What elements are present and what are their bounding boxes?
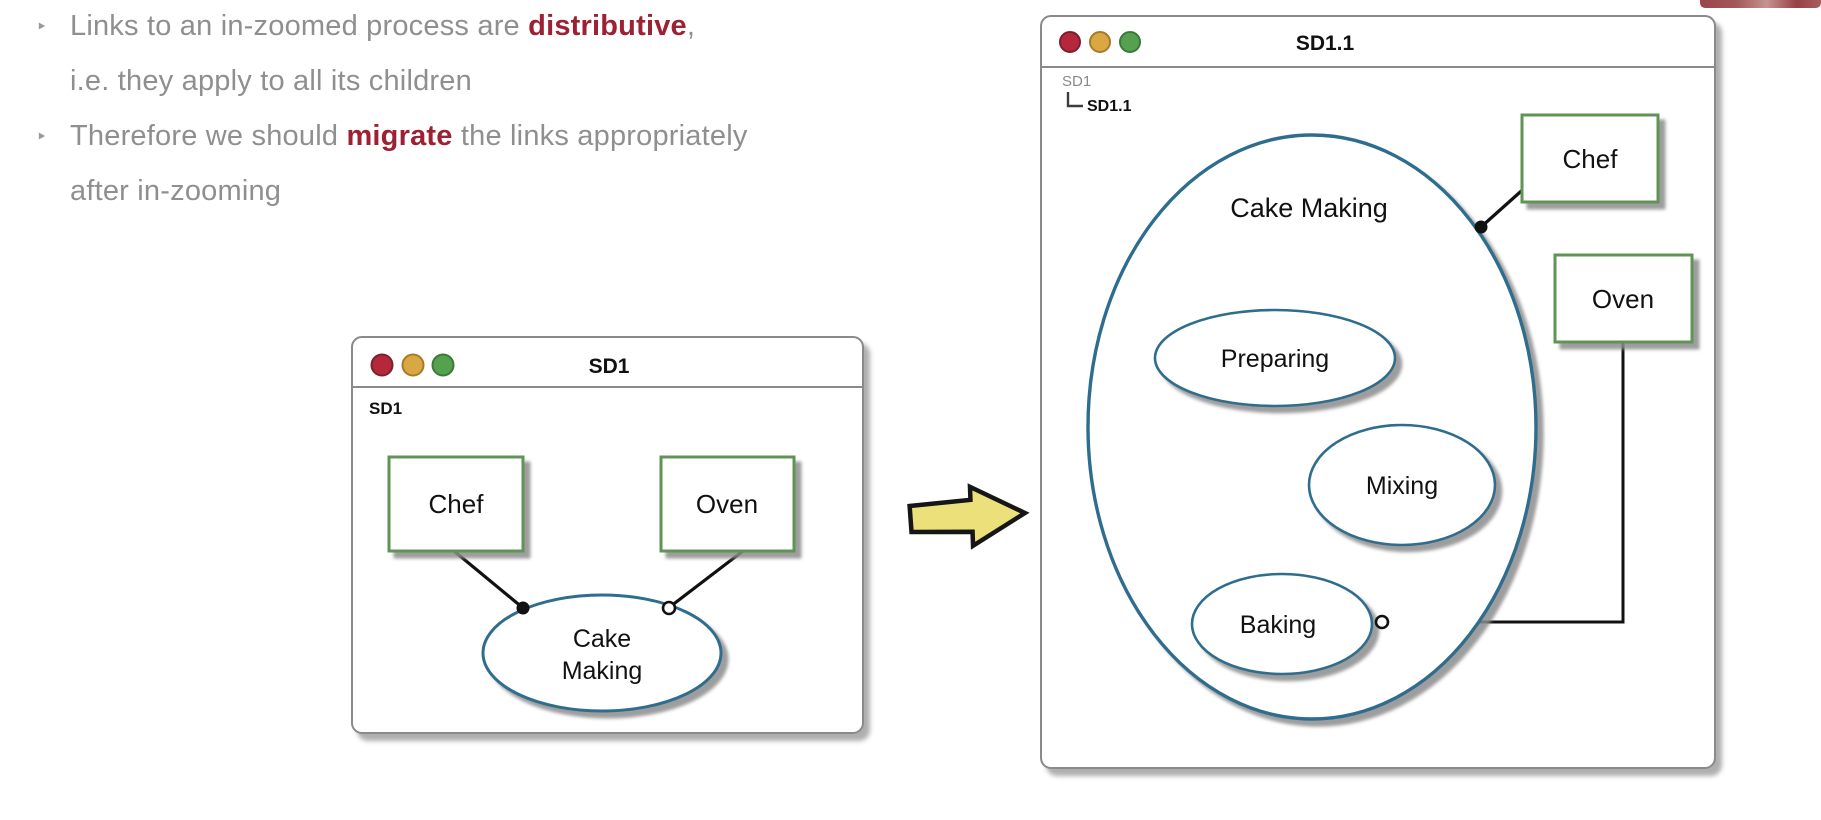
- breadcrumb-parent: SD1: [1062, 73, 1091, 90]
- in-zoom-arrow: [903, 482, 1035, 559]
- agent-link-chef: [452, 549, 525, 610]
- object-chef: [1520, 113, 1660, 204]
- agent-link-chef: [1479, 183, 1530, 229]
- object-oven: [659, 455, 796, 553]
- instrument-link-oven: [670, 549, 744, 608]
- object-chef: [387, 455, 525, 553]
- bullet-icon: ‣: [36, 17, 48, 38]
- object-chef-label: Chef: [1563, 144, 1619, 174]
- bullet-2-continuation: after in-zooming: [70, 175, 282, 207]
- subprocess-preparing: [1153, 308, 1397, 408]
- instrument-link-circle: [1374, 614, 1390, 630]
- window-sd1: SD1 SD1 Cake Making Chef Oven: [351, 336, 864, 734]
- minimize-icon: [401, 353, 425, 377]
- sd1-diagram: SD1 SD1 Cake Making Chef Oven: [353, 353, 862, 713]
- slide-text-block: ‣ Links to an in-zoomed process are dist…: [30, 10, 830, 230]
- bullet-line-4: after in-zooming: [30, 175, 830, 230]
- bullet-line-2: i.e. they apply to all its children: [30, 65, 830, 120]
- subprocess-baking-label: Baking: [1240, 611, 1316, 639]
- window-title: SD1: [589, 355, 630, 378]
- process-label-line1: Cake: [573, 625, 631, 653]
- subprocess-mixing-label: Mixing: [1366, 472, 1438, 500]
- bullet-1-text: Links to an in-zoomed process are distri…: [70, 10, 696, 42]
- process-label: Cake Making: [1230, 193, 1388, 223]
- object-chef-label: Chef: [429, 489, 485, 519]
- object-oven-label: Oven: [1592, 284, 1654, 314]
- close-icon: [370, 353, 394, 377]
- agent-link-dot: [516, 601, 530, 615]
- instrument-link-circle: [661, 600, 677, 616]
- breadcrumb-current: SD1.1: [1087, 98, 1132, 115]
- emphasis-distributive: distributive: [528, 10, 687, 42]
- emphasis-migrate: migrate: [346, 120, 453, 152]
- window-sd1-1: SD1.1 SD1 SD1.1 Cake Making Preparing Mi…: [1040, 15, 1716, 769]
- cropped-logo-fragment: [1700, 0, 1821, 8]
- process-cake-making: [1086, 133, 1538, 721]
- agent-link-dot: [1474, 220, 1488, 234]
- maximize-icon: [431, 353, 455, 377]
- sd1-1-diagram: SD1.1 SD1 SD1.1 Cake Making Preparing Mi…: [1042, 31, 1714, 721]
- bullet-line-1: ‣ Links to an in-zoomed process are dist…: [30, 10, 830, 65]
- object-oven: [1553, 253, 1694, 344]
- subprocess-preparing-label: Preparing: [1221, 345, 1329, 373]
- bullet-line-3: ‣ Therefore we should migrate the links …: [30, 120, 830, 175]
- subprocess-mixing: [1307, 423, 1497, 547]
- bullet-icon: ‣: [36, 127, 48, 148]
- bullet-1-continuation: i.e. they apply to all its children: [70, 65, 472, 97]
- maximize-icon: [1119, 31, 1141, 53]
- close-icon: [1059, 31, 1081, 53]
- diagram-label: SD1: [369, 399, 402, 418]
- bullet-2-text: Therefore we should migrate the links ap…: [70, 120, 748, 152]
- process-label-line2: Making: [562, 657, 643, 685]
- right-arrow-icon: [907, 483, 1030, 550]
- minimize-icon: [1089, 31, 1111, 53]
- object-oven-label: Oven: [696, 489, 758, 519]
- window-title: SD1.1: [1296, 32, 1355, 55]
- breadcrumb-branch-icon: [1066, 92, 1083, 108]
- process-cake-making: [481, 593, 723, 713]
- subprocess-baking: [1190, 572, 1374, 676]
